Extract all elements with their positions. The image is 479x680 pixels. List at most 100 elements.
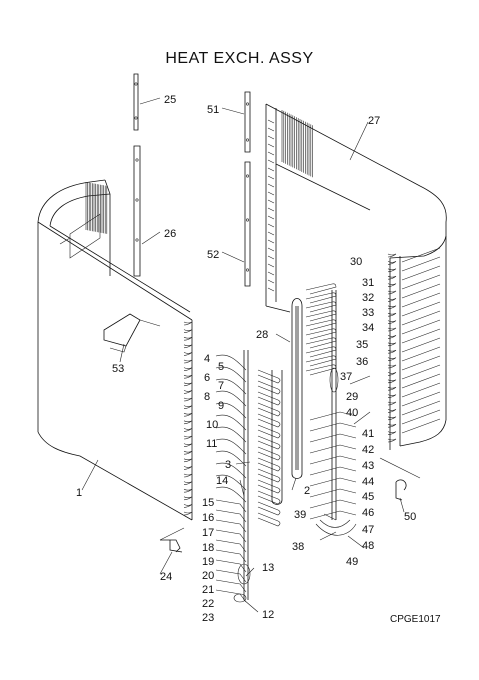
callout-32: 32	[362, 292, 374, 304]
callout-48: 48	[362, 540, 374, 552]
fin-line	[267, 135, 275, 140]
tube-end	[183, 329, 193, 333]
tube-end	[387, 320, 397, 324]
capillary-tube	[215, 426, 247, 443]
callout-3: 3	[225, 459, 231, 471]
callout-17: 17	[202, 527, 214, 539]
callout-50: 50	[404, 511, 416, 523]
callout-2: 2	[304, 485, 310, 497]
tube-end	[183, 359, 193, 364]
callout-6: 6	[204, 372, 210, 384]
tube-end	[387, 379, 397, 384]
callout-7: 7	[218, 380, 224, 392]
tube-end	[183, 412, 193, 417]
tube-end	[183, 321, 193, 326]
fin-line	[267, 167, 275, 172]
tube-end	[183, 336, 193, 341]
callout-29: 29	[346, 391, 358, 403]
callout-5: 5	[218, 361, 224, 373]
bracket-25	[133, 73, 139, 131]
capillary-tube	[215, 559, 247, 573]
heat-exchanger-coil-left	[37, 179, 193, 521]
return-bend	[257, 391, 281, 406]
tube-end	[183, 488, 193, 493]
callout-43: 43	[362, 460, 374, 472]
return-bend	[257, 435, 281, 450]
fin-line	[401, 256, 441, 272]
callout-38: 38	[292, 541, 304, 553]
fin-line	[401, 265, 441, 281]
tube-end	[183, 511, 193, 516]
callout-18: 18	[202, 542, 214, 554]
capillary-tube	[315, 523, 357, 536]
fin-line	[267, 215, 275, 220]
fin-line	[401, 319, 441, 335]
return-bend	[257, 446, 281, 461]
callout-51: 51	[207, 104, 219, 116]
capillary-tube	[309, 499, 357, 509]
callout-30: 30	[350, 256, 362, 268]
callout-53: 53	[112, 363, 124, 375]
tube-end	[183, 496, 193, 501]
capillary-tube	[309, 466, 357, 476]
return-bend	[305, 355, 337, 367]
fin-line	[267, 247, 275, 252]
capillary-tube	[309, 444, 357, 454]
return-bend	[305, 319, 337, 331]
tube-end	[387, 416, 397, 421]
tube-end	[387, 431, 397, 435]
drawing-code: CPGE1017	[390, 614, 441, 625]
callout-11: 11	[206, 438, 217, 450]
fin-line	[267, 143, 275, 148]
return-bend	[257, 479, 281, 494]
return-bend	[257, 501, 281, 516]
callout-12: 12	[262, 609, 274, 621]
tube-end	[183, 504, 193, 508]
tube-end	[183, 382, 193, 387]
return-bend	[257, 413, 281, 428]
fin-line	[401, 283, 441, 299]
tube-end	[183, 344, 193, 349]
tube-end	[387, 312, 397, 317]
fin-line	[267, 151, 275, 156]
heat-exchanger-coil-right	[265, 103, 447, 450]
capillary-tube	[309, 510, 357, 520]
callout-41: 41	[362, 428, 374, 440]
capillary-tube	[309, 477, 357, 487]
callout-37: 37	[340, 371, 352, 383]
left-coil-fins	[85, 182, 108, 234]
fin-line	[401, 247, 441, 263]
clip-24	[160, 539, 183, 553]
return-bend	[257, 402, 281, 417]
callout-1: 1	[76, 487, 82, 499]
callout-46: 46	[362, 507, 374, 519]
capillary-tube	[309, 411, 357, 421]
fin-line	[401, 355, 441, 371]
capillary-tube	[215, 549, 247, 563]
tube-end	[387, 349, 397, 354]
capillary-tube	[215, 486, 247, 503]
tube-end	[183, 374, 193, 379]
tube-end	[387, 438, 397, 443]
bracket-26	[133, 145, 141, 277]
tube-end	[387, 327, 397, 332]
fin-line	[401, 301, 441, 317]
tube-end	[183, 481, 193, 485]
return-bend	[305, 328, 337, 340]
tube-end	[183, 466, 193, 470]
callout-16: 16	[202, 512, 214, 524]
tube-end	[387, 261, 397, 265]
callout-52: 52	[207, 249, 219, 261]
callout-39: 39	[294, 509, 306, 521]
callout-14: 14	[216, 475, 228, 487]
callout-20: 20	[202, 570, 214, 582]
callout-35: 35	[356, 339, 368, 351]
fin-line	[267, 239, 275, 244]
fin-line	[267, 175, 275, 180]
capillary-tube	[215, 569, 247, 583]
fin-line	[267, 207, 275, 212]
capillary-tube	[215, 438, 247, 455]
callout-28: 28	[256, 329, 268, 341]
